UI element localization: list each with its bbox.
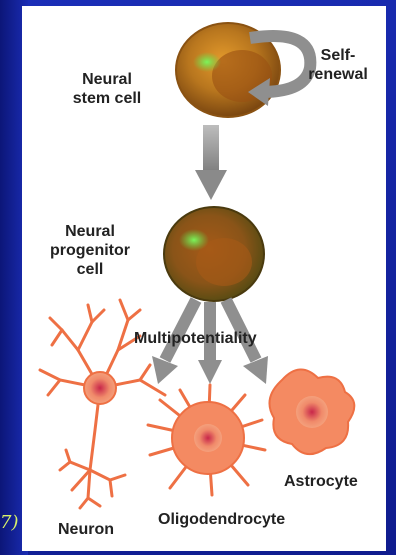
label-astrocyte: Astrocyte [284,472,358,491]
label-neural-progenitor-cell: Neural progenitor cell [30,222,150,279]
oligodendrocyte-cell [148,385,265,495]
label-self-renewal: Self- renewal [298,46,378,84]
label-multipotentiality: Multipotentiality [134,329,257,348]
differentiation-arrow [195,125,227,200]
label-neural-stem-cell: Neural stem cell [52,70,162,108]
label-neuron: Neuron [58,520,114,539]
footnote-marker: 7) [0,512,18,533]
astrocyte-cell [270,369,355,454]
label-oligodendrocyte: Oligodendrocyte [158,510,285,529]
neural-progenitor-cell [164,207,264,301]
